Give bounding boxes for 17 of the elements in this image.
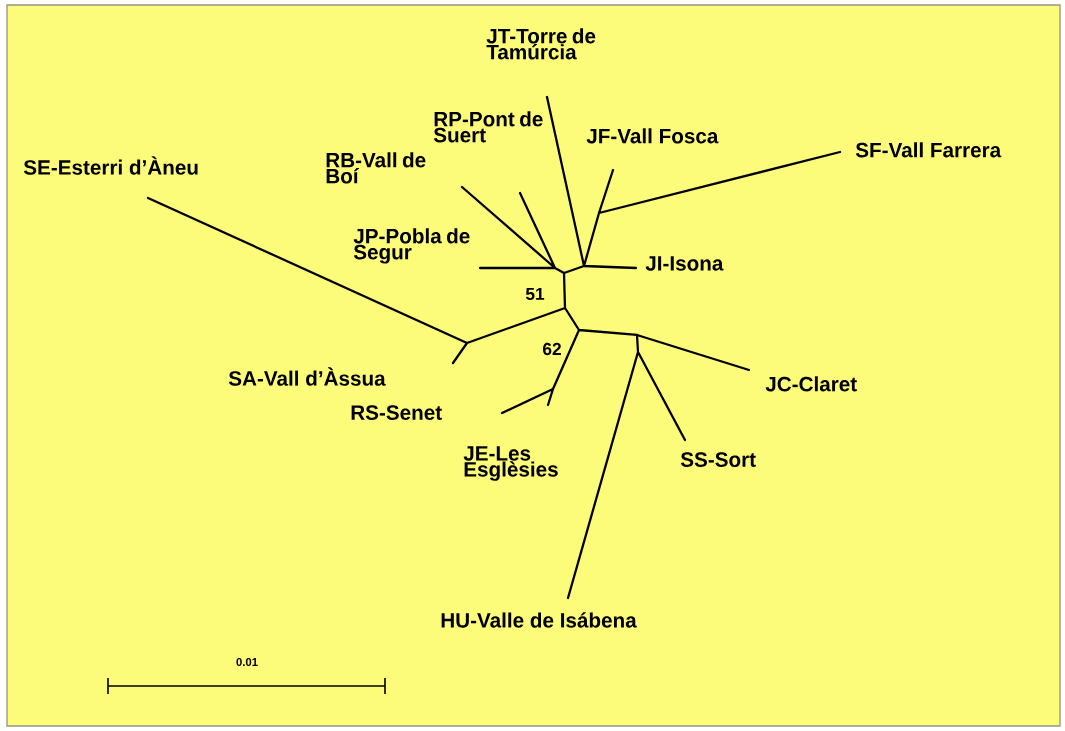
bootstrap-value: 62	[543, 342, 561, 356]
taxon-label: RB-Vall de Boí	[326, 152, 426, 184]
taxon-label: JC-Claret	[765, 376, 857, 392]
taxon-label: JE-Les Esglèsies	[463, 446, 558, 481]
taxon-label: SS-Sort	[680, 452, 756, 467]
bootstrap-value: 51	[525, 287, 545, 301]
taxon-label: HU-Valle de Isábena	[441, 612, 637, 628]
taxon-label: JF-Vall Fosca	[586, 128, 719, 144]
taxon-label: SA-Vall d’Àssua	[228, 367, 386, 386]
taxon-label: RS-Senet	[351, 405, 442, 420]
taxon-label: SF-Vall Farrera	[855, 142, 1002, 158]
taxon-label: SE-Esterri d’Àneu	[23, 156, 198, 175]
taxon-label: JT-Torre de Tamúrcia	[486, 28, 596, 60]
scale-label: 0.01	[236, 658, 258, 666]
taxon-label: JP-Pobla de Segur	[353, 228, 470, 264]
taxon-label: RP-Pont de Suert	[433, 111, 543, 143]
taxon-label: JI-Isona	[645, 256, 724, 271]
